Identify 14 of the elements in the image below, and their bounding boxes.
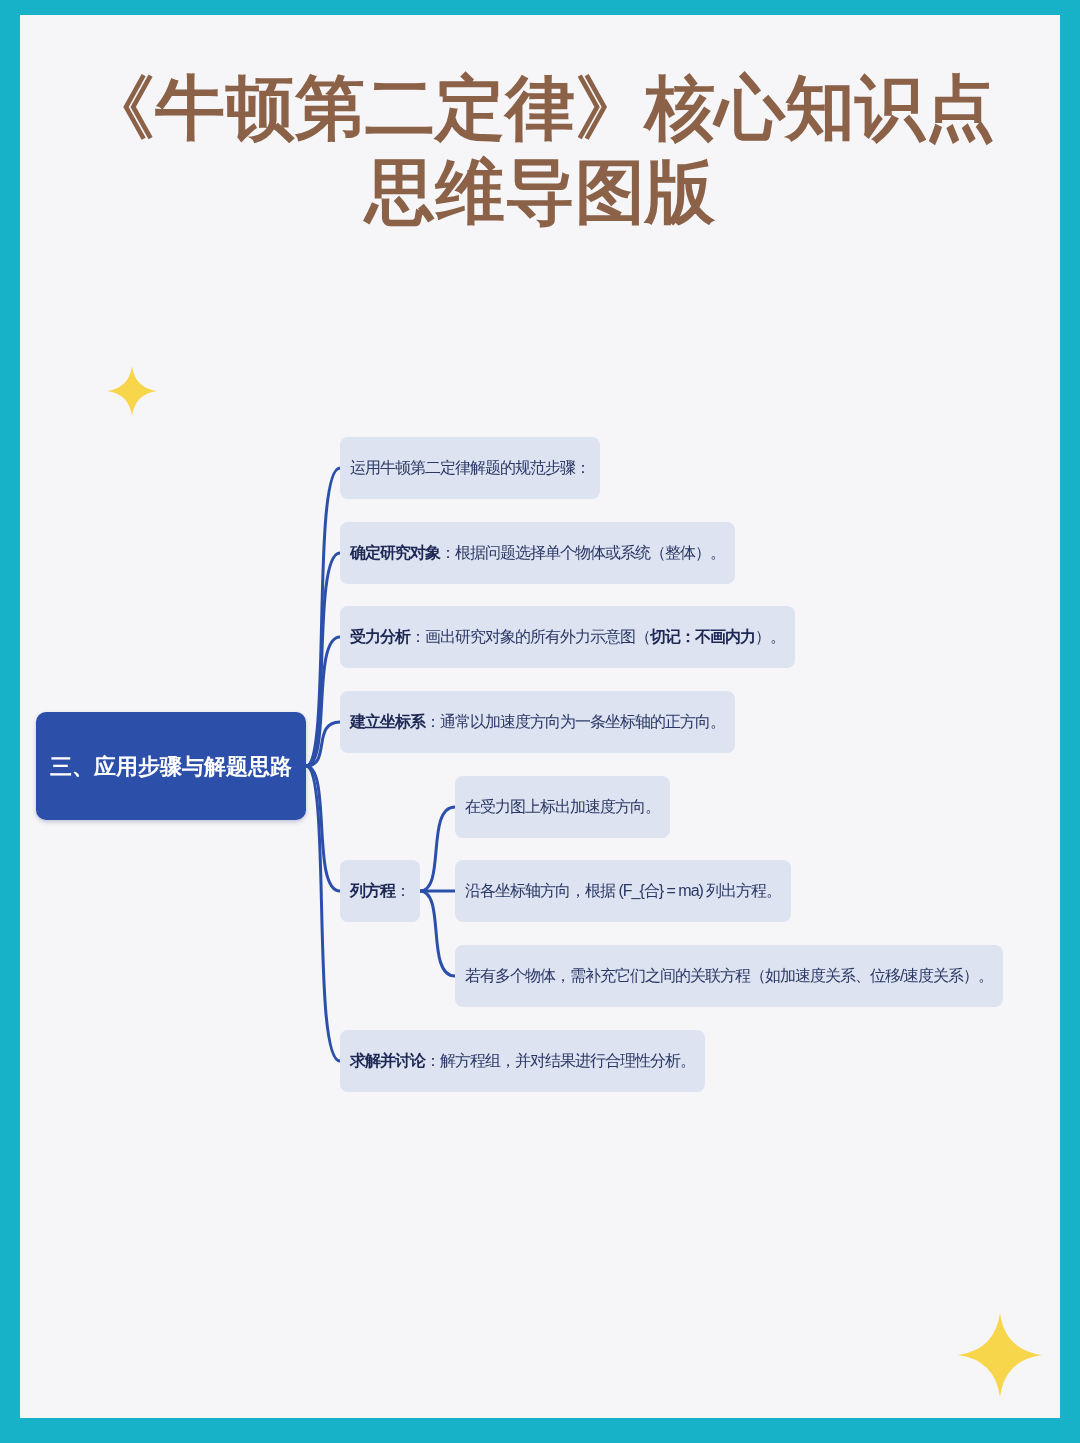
subtopic-box: 若有多个物体，需补充它们之间的关联方程（如加速度关系、位移/速度关系）。 (455, 945, 1004, 1007)
central-topic-box: 三、应用步骤与解题思路 (36, 712, 306, 820)
branch-line (418, 805, 457, 893)
topic-box: 求解并讨论：解方程组，并对结果进行合理性分析。 (340, 1030, 705, 1092)
topic-box: 列方程： (340, 860, 420, 922)
topic-box: 确定研究对象：根据问题选择单个物体或系统（整体）。 (340, 522, 735, 584)
topic-box: 建立坐标系：通常以加速度方向为一条坐标轴的正方向。 (340, 691, 735, 753)
topic-box: 运用牛顿第二定律解题的规范步骤： (340, 437, 600, 499)
branch-line (418, 889, 457, 978)
title: 《牛顿第二定律》核心知识点思维导图版 (84, 68, 996, 233)
topic-box: 受力分析：画出研究对象的所有外力示意图（切记：不画内力）。 (340, 606, 795, 668)
subtopic-box: 沿各坐标轴方向，根据 (F_{合} = ma) 列出方程。 (455, 860, 792, 922)
branch-line (304, 764, 342, 1063)
subtopic-box: 在受力图上标出加速度方向。 (455, 776, 670, 838)
